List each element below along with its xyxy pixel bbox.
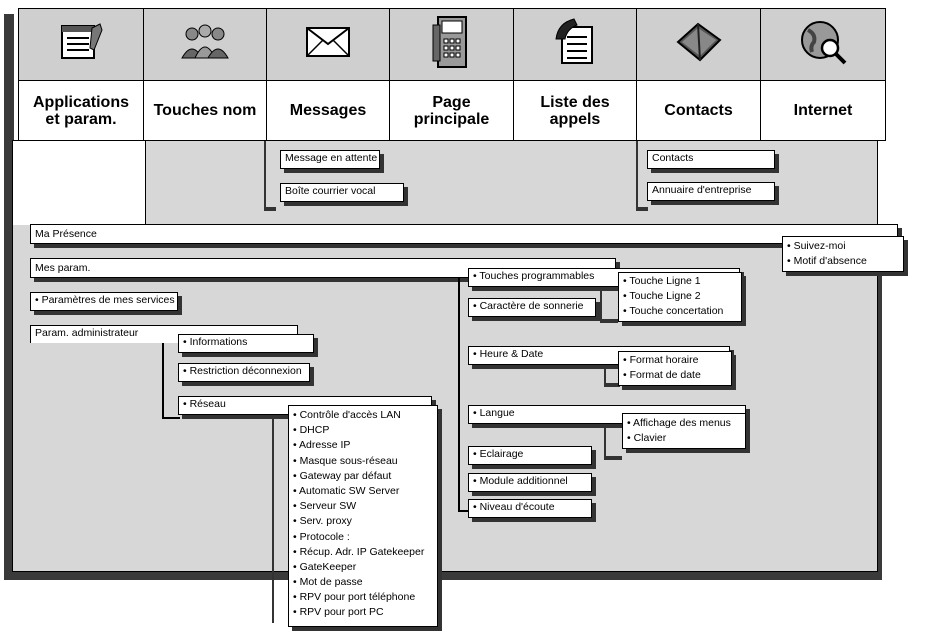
connector <box>604 424 606 460</box>
menu-item-format-de-date[interactable]: • Format de date <box>623 369 701 382</box>
connector <box>604 456 622 460</box>
tab-messages[interactable]: Messages <box>266 80 390 141</box>
menu-item-gatekeeper[interactable]: • GateKeeper <box>293 560 357 573</box>
menu-item-recup-adr-ip-gatekeeper[interactable]: • Récup. Adr. IP Gatekeeper <box>293 545 425 558</box>
presence-submenu: • Suivez-moi • Motif d'absence <box>782 236 904 272</box>
menu-item-ma-presence[interactable]: Ma Présence <box>30 224 898 244</box>
menu-item-serveur-sw[interactable]: • Serveur SW <box>293 500 357 513</box>
menu-item-masque-sous-reseau[interactable]: • Masque sous-réseau <box>293 454 398 467</box>
connector <box>604 383 620 387</box>
menu-item-touche-concertation[interactable]: • Touche concertation <box>623 305 724 318</box>
connector <box>604 365 606 387</box>
menu-item-module-additionnel[interactable]: • Module additionnel <box>468 473 592 492</box>
connector <box>600 287 602 323</box>
address-book-icon <box>674 20 724 69</box>
menu-item-motif-absence[interactable]: • Motif d'absence <box>787 255 867 268</box>
tab-icon-cell[interactable] <box>513 8 637 81</box>
tab-internet[interactable]: Internet <box>760 80 886 141</box>
menu-item-adresse-ip[interactable]: • Adresse IP <box>293 439 351 452</box>
call-list-icon <box>552 17 598 72</box>
globe-search-icon <box>798 18 848 71</box>
menu-item-informations[interactable]: • Informations <box>178 334 314 353</box>
connector <box>264 207 276 211</box>
desk-phone-icon <box>432 15 472 74</box>
menu-item-heure-date[interactable]: • Heure & Date <box>468 346 730 365</box>
menu-item-serv-proxy[interactable]: • Serv. proxy <box>293 515 352 528</box>
menu-item-restriction-deconnexion[interactable]: • Restriction déconnexion <box>178 363 310 382</box>
menu-item-rpv-port-pc[interactable]: • RPV pour port PC <box>293 606 384 619</box>
menu-item-touche-ligne-2[interactable]: • Touche Ligne 2 <box>623 290 701 303</box>
connector <box>636 141 638 211</box>
connector <box>600 319 618 323</box>
tab-icon-cell[interactable] <box>389 8 514 81</box>
frame-shadow <box>4 572 882 580</box>
menu-item-protocole[interactable]: • Protocole : <box>293 530 350 543</box>
menu-item-contacts[interactable]: Contacts <box>647 150 775 169</box>
menu-item-gateway-par-defaut[interactable]: • Gateway par défaut <box>293 469 392 482</box>
connector <box>458 278 460 512</box>
tab-icon-cell[interactable] <box>266 8 390 81</box>
menu-item-mot-de-passe[interactable]: • Mot de passe <box>293 576 363 589</box>
tab-icon-cell[interactable] <box>143 8 267 81</box>
menu-item-boite-courrier-vocal[interactable]: Boîte courrier vocal <box>280 183 404 202</box>
menu-item-rpv-port-telephone[interactable]: • RPV pour port téléphone <box>293 591 416 604</box>
heure-submenu: • Format horaire • Format de date <box>618 351 732 386</box>
connector <box>162 417 180 419</box>
menu-item-parametres-services[interactable]: • Paramètres de mes services <box>30 292 178 311</box>
menu-item-caractere-sonnerie[interactable]: • Caractère de sonnerie <box>468 298 596 317</box>
connector <box>162 343 164 419</box>
tab-applications[interactable]: Applications et param. <box>18 80 144 141</box>
tab-touches-nom[interactable]: Touches nom <box>143 80 267 141</box>
tab-contacts[interactable]: Contacts <box>636 80 761 141</box>
settings-list-icon <box>56 20 106 69</box>
tab-page-principale[interactable]: Page principale <box>389 80 514 141</box>
connector <box>264 141 266 211</box>
menu-item-dhcp[interactable]: • DHCP <box>293 424 330 437</box>
tab-icon-cell[interactable] <box>760 8 886 81</box>
people-group-icon <box>178 22 232 67</box>
menu-item-controle-acces-lan[interactable]: • Contrôle d'accès LAN <box>293 409 401 421</box>
network-submenu: • Contrôle d'accès LAN • DHCP • Adresse … <box>288 405 438 627</box>
connector <box>636 207 648 211</box>
touches-submenu: • Touche Ligne 1 • Touche Ligne 2 • Touc… <box>618 272 742 322</box>
langue-submenu: • Affichage des menus • Clavier <box>622 413 746 449</box>
tab-bar: Applications et param. Touches nom Messa… <box>18 8 886 141</box>
frame-shadow <box>4 14 14 580</box>
frame-shadow <box>876 228 882 580</box>
menu-item-niveau-ecoute[interactable]: • Niveau d'écoute <box>468 499 592 518</box>
envelope-icon <box>305 26 351 63</box>
menu-item-format-horaire[interactable]: • Format horaire <box>623 354 699 366</box>
menu-panel <box>12 140 878 572</box>
menu-item-eclairage[interactable]: • Eclairage <box>468 446 592 465</box>
menu-item-affichage-menus[interactable]: • Affichage des menus <box>627 417 731 429</box>
tab-icon-cell[interactable] <box>636 8 761 81</box>
tab-liste-des-appels[interactable]: Liste des appels <box>513 80 637 141</box>
connector <box>458 510 468 512</box>
menu-item-message-en-attente[interactable]: Message en attente <box>280 150 380 169</box>
menu-item-annuaire-entreprise[interactable]: Annuaire d'entreprise <box>647 182 775 201</box>
menu-item-clavier[interactable]: • Clavier <box>627 432 667 445</box>
tab-icon-cell[interactable] <box>18 8 144 81</box>
connector <box>272 415 274 623</box>
menu-item-suivez-moi[interactable]: • Suivez-moi <box>787 240 846 252</box>
menu-item-automatic-sw-server[interactable]: • Automatic SW Server <box>293 484 400 497</box>
applications-column <box>12 141 146 225</box>
menu-item-touche-ligne-1[interactable]: • Touche Ligne 1 <box>623 275 701 287</box>
